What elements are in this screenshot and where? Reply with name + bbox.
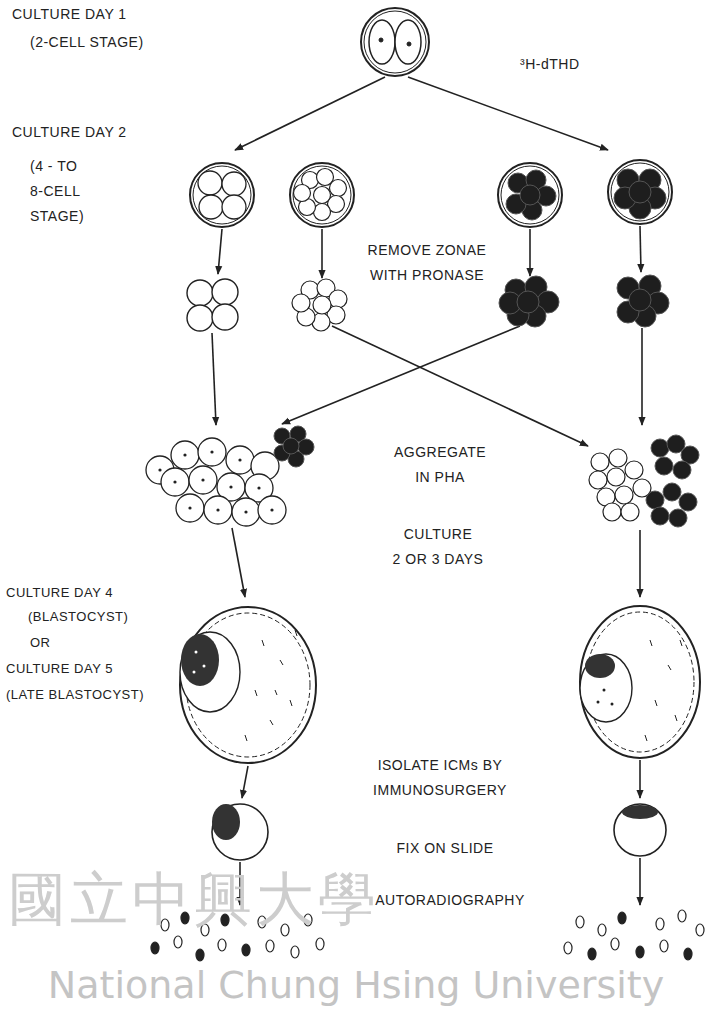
step-label: WITH PRONASE xyxy=(370,267,484,283)
stage-label: CULTURE DAY 5 xyxy=(6,662,113,677)
step-label: IN PHA xyxy=(415,469,465,485)
step-label: FIX ON SLIDE xyxy=(396,840,493,856)
denuded-embryos xyxy=(187,275,669,331)
zona-embryos xyxy=(190,160,672,227)
step-label: 2 OR 3 DAYS xyxy=(393,551,484,567)
stage-label: CULTURE DAY 1 xyxy=(12,6,127,22)
step-label: REMOVE ZONAE xyxy=(368,242,487,258)
step-label: AGGREGATE xyxy=(394,444,486,460)
watermark: 國立中興大學 xyxy=(8,866,380,933)
step-label: IMMUNOSURGERY xyxy=(373,782,507,798)
blastocysts xyxy=(180,606,700,763)
stage-label: (2-CELL STAGE) xyxy=(30,34,144,50)
stage-label: (LATE BLASTOCYST) xyxy=(6,688,144,703)
stage-label: STAGE) xyxy=(30,208,84,224)
stage-label: CULTURE DAY 4 xyxy=(6,586,113,601)
stage-label: (BLASTOCYST) xyxy=(28,610,128,625)
stage-label: (4 - TO xyxy=(30,158,77,174)
stage-label: OR xyxy=(30,636,51,651)
flow-arrows xyxy=(212,77,642,905)
two-cell-embryo xyxy=(361,8,429,76)
step-label: AUTORADIOGRAPHY xyxy=(375,892,525,908)
step-label: CULTURE xyxy=(404,526,473,542)
step-label: ISOLATE ICMs BY xyxy=(378,757,503,773)
watermark: National Chung Hsing University xyxy=(48,964,664,1008)
stage-label: 8-CELL xyxy=(30,183,80,199)
stage-label: CULTURE DAY 2 xyxy=(12,124,127,140)
aggregates xyxy=(146,426,699,527)
inner-cell-masses xyxy=(212,804,666,860)
isotope-label: ³H-dTHD xyxy=(520,56,580,72)
